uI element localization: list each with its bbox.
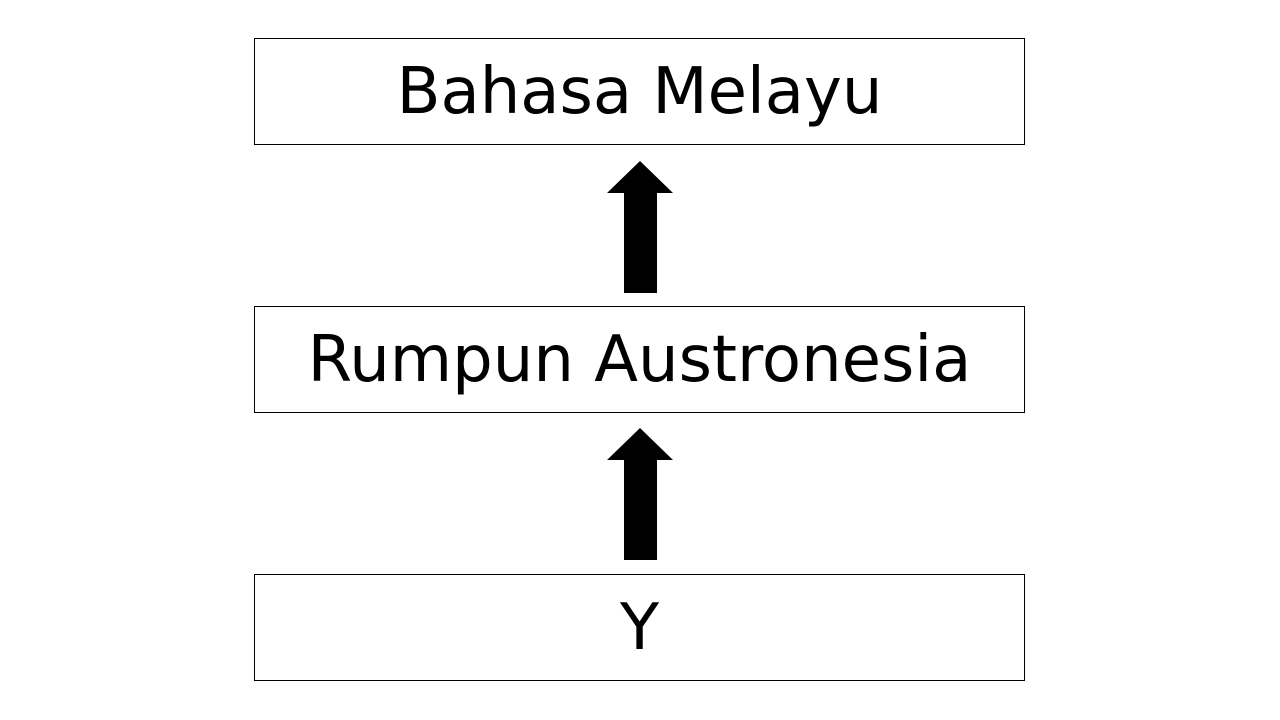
arrow-up-icon	[607, 428, 673, 560]
box-label: Bahasa Melayu	[396, 54, 883, 129]
box-label: Rumpun Austronesia	[307, 322, 972, 397]
box-y: Y	[254, 574, 1025, 681]
arrow-up-icon	[607, 161, 673, 293]
box-rumpun-austronesia: Rumpun Austronesia	[254, 306, 1025, 413]
box-bahasa-melayu: Bahasa Melayu	[254, 38, 1025, 145]
box-label: Y	[619, 590, 660, 665]
